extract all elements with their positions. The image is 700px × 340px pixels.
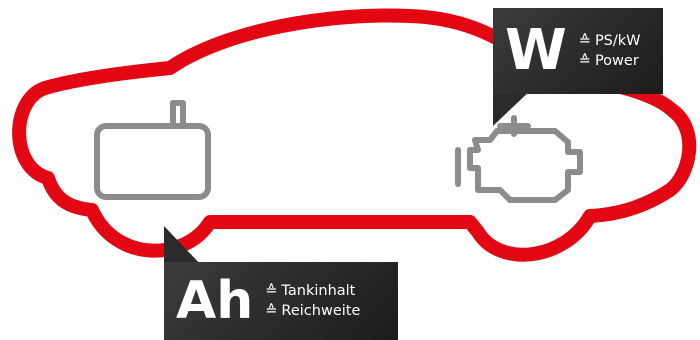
capacity-callout-lines: ≙ Tankinhalt ≙ Reichweite <box>265 281 360 321</box>
power-callout: W ≙ PS/kW ≙ Power <box>493 8 663 94</box>
capacity-callout-line: ≙ Reichweite <box>265 301 360 321</box>
corresponds-mark: ≙ <box>265 283 278 299</box>
capacity-callout: Ah ≙ Tankinhalt ≙ Reichweite <box>164 262 398 340</box>
capacity-callout-pointer <box>164 226 202 266</box>
capacity-callout-text: Tankinhalt <box>281 283 356 299</box>
power-callout-text: Power <box>594 53 639 69</box>
capacity-callout-text: Reichweite <box>281 303 361 319</box>
power-callout-text: PS/kW <box>594 33 641 49</box>
power-callout-line: ≙ PS/kW <box>579 31 641 51</box>
corresponds-mark: ≙ <box>578 33 591 49</box>
corresponds-mark: ≙ <box>265 303 278 319</box>
power-callout-pointer <box>493 88 533 126</box>
engine-icon <box>455 115 583 203</box>
capacity-unit-symbol: Ah <box>176 271 254 331</box>
power-unit-symbol: W <box>505 18 567 83</box>
power-callout-lines: ≙ PS/kW ≙ Power <box>579 31 641 71</box>
power-callout-line: ≙ Power <box>579 51 641 71</box>
car-outline <box>12 8 697 262</box>
capacity-callout-line: ≙ Tankinhalt <box>265 281 360 301</box>
corresponds-mark: ≙ <box>578 53 591 69</box>
battery-icon <box>94 100 211 200</box>
